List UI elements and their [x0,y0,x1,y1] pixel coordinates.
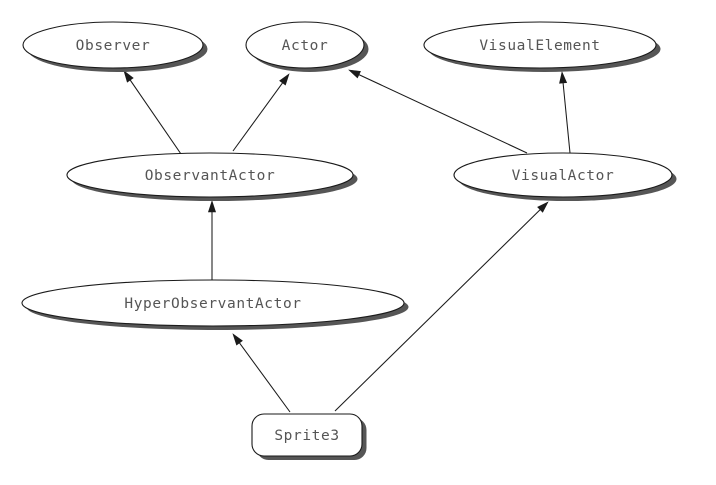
edge-sprite3-hyperobservantactor [232,333,291,413]
node-label: Observer [76,38,151,54]
edge-arrowhead [348,69,361,79]
node-ellipse[interactable] [423,21,657,69]
edge-arrowhead [537,201,549,213]
edge-observantactor-actor [232,73,290,152]
node-label: VisualElement [479,38,600,54]
edge-line [128,77,182,155]
node-hyperobservantactor[interactable]: HyperObservantActor [21,279,409,330]
edge-arrowhead [232,333,243,346]
edge-line [334,207,543,412]
edge-line [232,80,285,152]
node-actor[interactable]: Actor [245,21,369,72]
node-ellipse[interactable] [21,279,405,327]
edge-observantactor-observer [123,70,182,155]
node-ellipse[interactable] [245,21,365,69]
edge-line [562,79,571,154]
node-rect[interactable] [251,413,363,457]
nodes-layer: Observer Actor VisualElementObservantActor… [21,21,677,460]
node-label: Sprite3 [274,428,339,444]
edges-layer [123,69,571,413]
edge-line [237,340,291,413]
node-label: ObservantActor [145,168,276,184]
node-observer[interactable]: Observer [22,21,208,72]
node-ellipse[interactable] [66,152,354,198]
node-ellipse[interactable] [453,152,673,198]
edge-arrowhead [559,71,568,84]
node-ellipse[interactable] [22,21,204,69]
edge-sprite3-visualactor [334,201,549,412]
edge-hyperobservantactor-observantactor [207,200,217,280]
node-observantactor[interactable]: ObservantActor [66,152,358,201]
edge-line [355,72,528,154]
node-label: VisualActor [512,168,615,184]
edge-visualactor-actor [348,69,528,154]
node-sprite3[interactable]: Sprite3 [251,413,367,460]
edge-arrowhead [279,73,290,86]
edge-arrowhead [207,200,217,213]
node-label: Actor [282,38,329,54]
node-visualactor[interactable]: VisualActor [453,152,677,201]
edge-visualactor-visualelement [559,71,571,154]
edge-arrowhead [123,70,134,83]
node-label: HyperObservantActor [124,296,301,312]
node-visualelement[interactable]: VisualElement [423,21,661,72]
